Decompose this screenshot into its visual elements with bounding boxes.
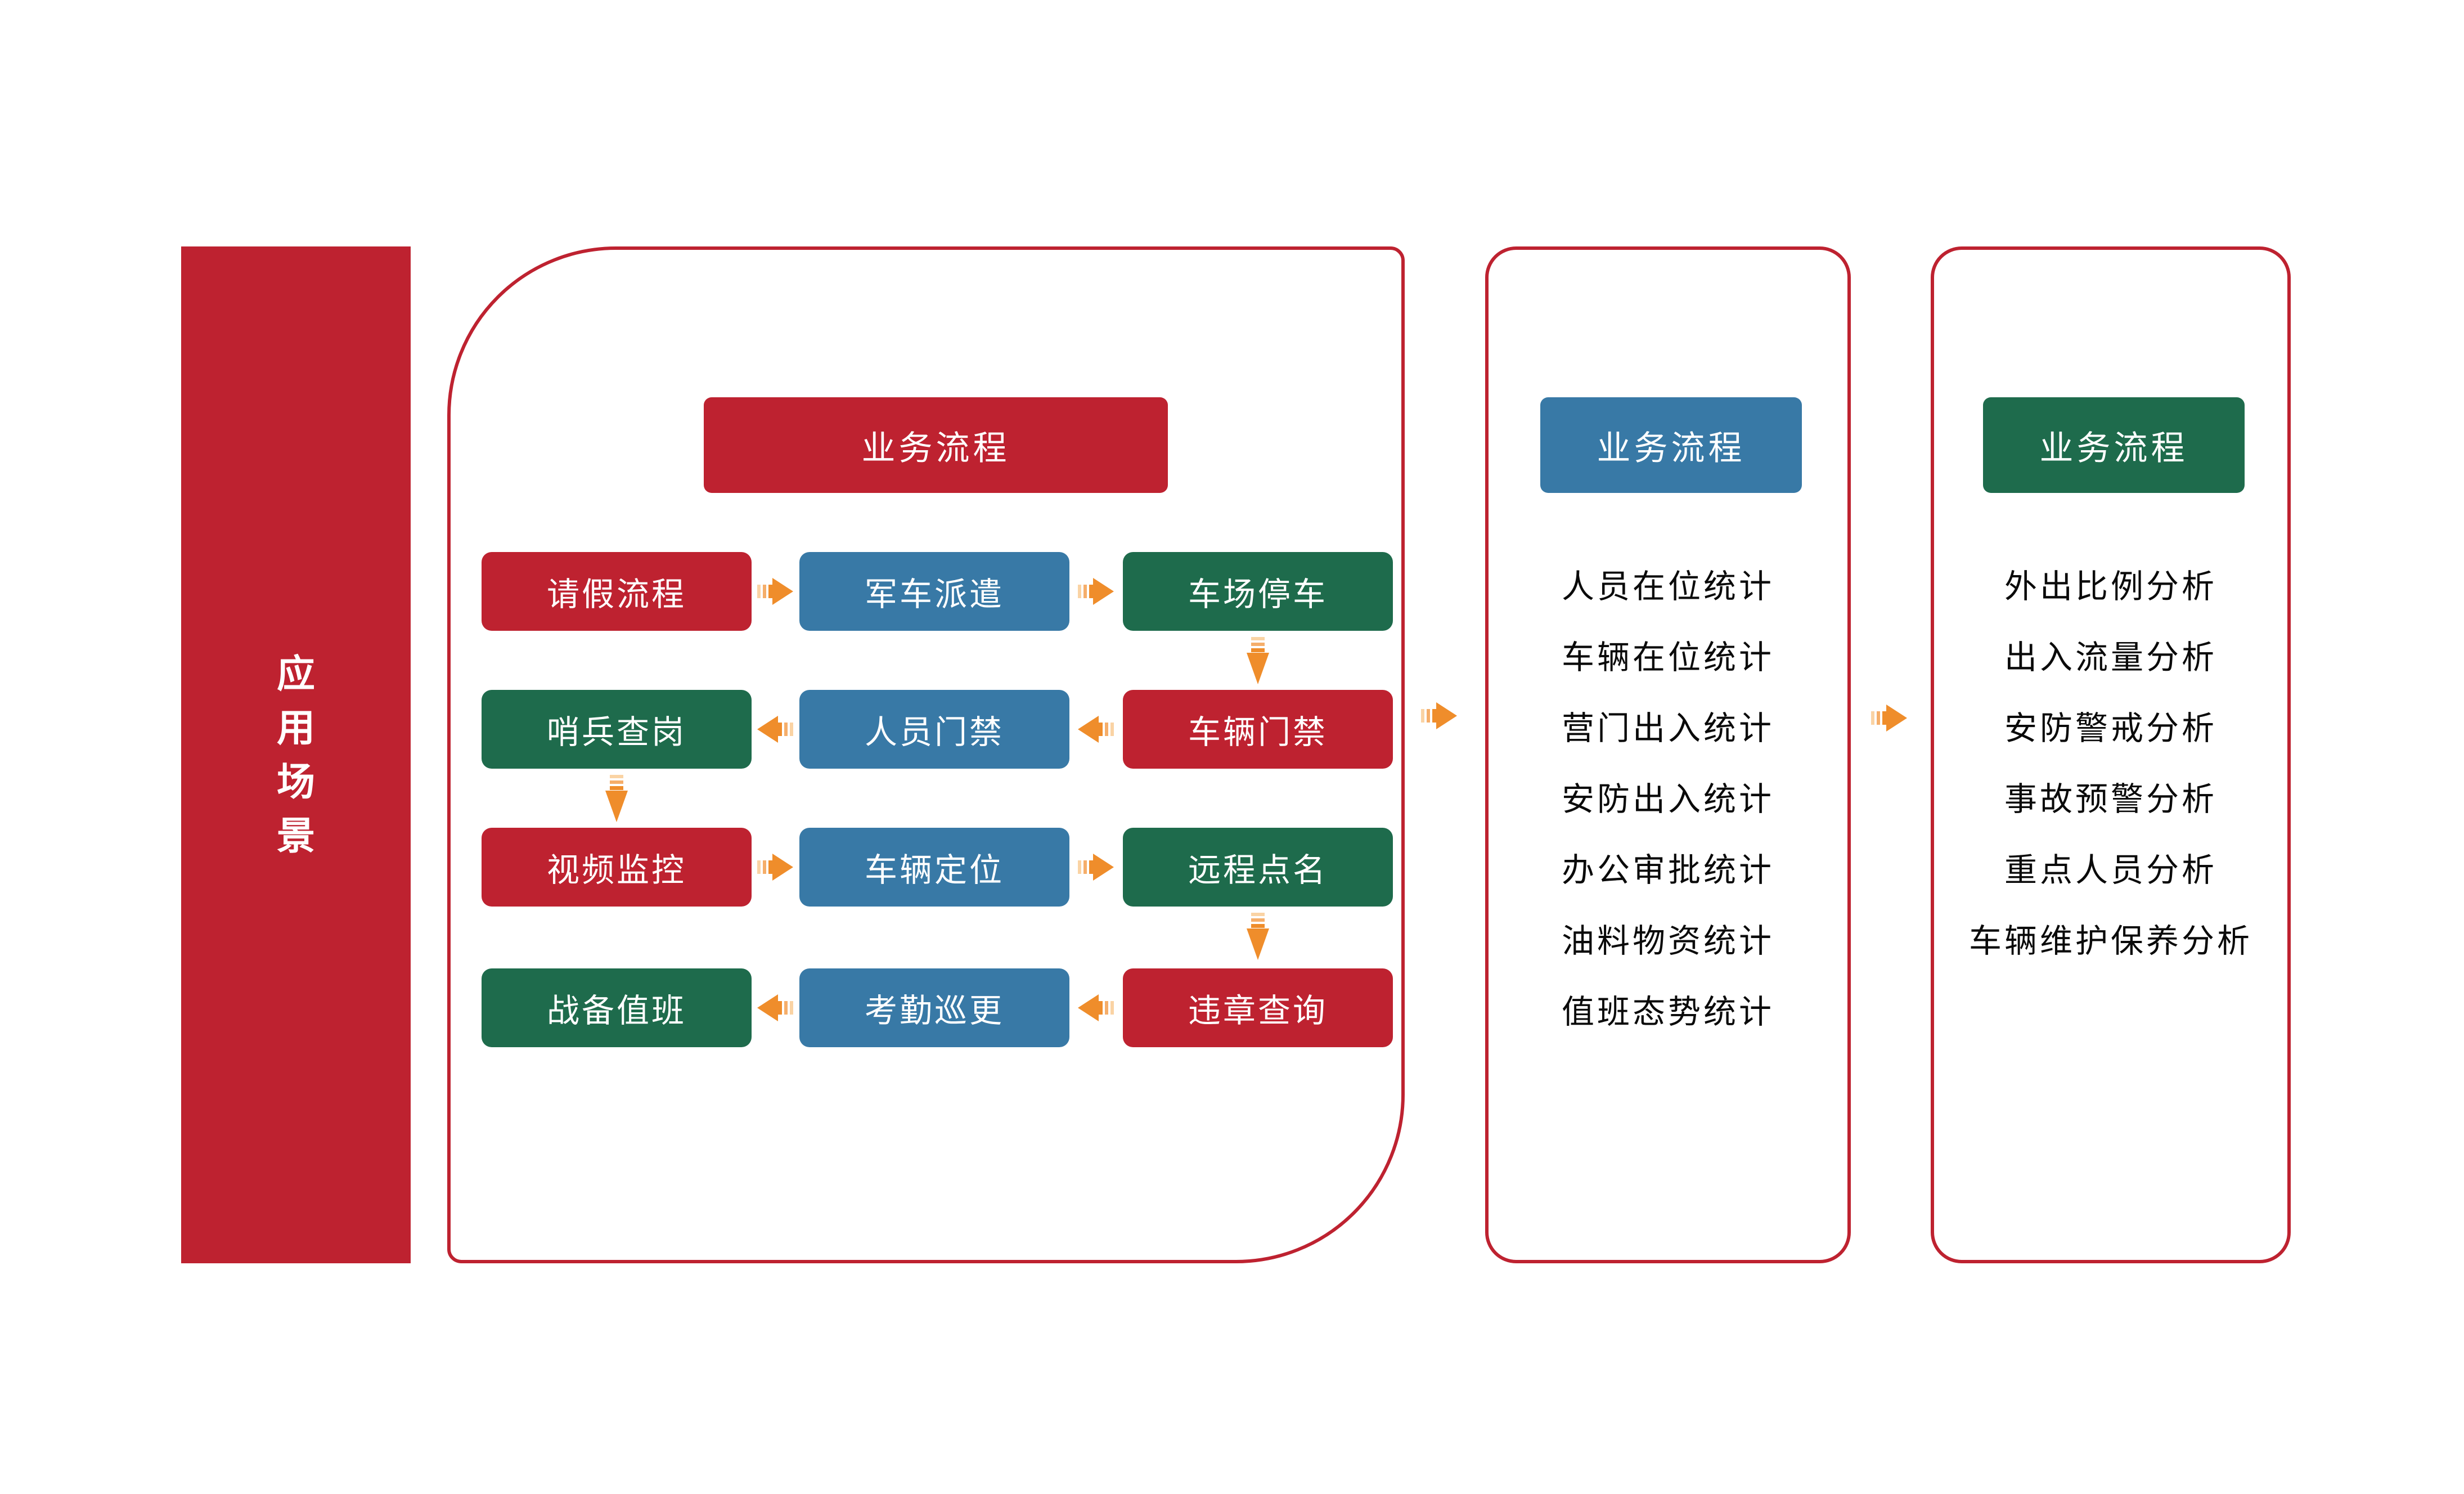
process-box: 军车派遣 xyxy=(799,552,1069,631)
list-item: 油料物资统计 xyxy=(1561,923,1774,959)
flow-arrow-right-icon xyxy=(1078,578,1114,605)
panel-connector-arrow-icon xyxy=(1421,702,1457,729)
flow-arrow-left-icon xyxy=(1078,994,1114,1021)
process-box: 车辆门禁 xyxy=(1123,690,1393,769)
analysis-list: 外出比例分析 出入流量分析 安防警戒分析 事故预警分析 重点人员分析 车辆维护保… xyxy=(1934,548,2287,973)
process-box: 车辆定位 xyxy=(799,828,1069,907)
list-item: 办公审批统计 xyxy=(1561,852,1774,889)
panel-connector-arrow-icon xyxy=(1871,705,1907,732)
process-box: 违章查询 xyxy=(1123,968,1393,1047)
bar-char: 应 xyxy=(276,652,315,696)
process-box: 视频监控 xyxy=(482,828,752,907)
list-item: 人员在位统计 xyxy=(1561,568,1774,605)
application-scenarios-bar: 应 用 场 景 xyxy=(181,246,411,1263)
process-box: 战备值班 xyxy=(482,968,752,1047)
panel2-header: 业务流程 xyxy=(1540,397,1802,493)
flow-arrow-right-icon xyxy=(757,578,793,605)
analysis-panel: 业务流程 外出比例分析 出入流量分析 安防警戒分析 事故预警分析 重点人员分析 … xyxy=(1931,246,2291,1263)
panel1-header: 业务流程 xyxy=(704,397,1168,493)
flow-arrow-down-icon xyxy=(605,775,628,822)
bar-char: 场 xyxy=(276,760,315,804)
flow-arrow-right-icon xyxy=(757,854,793,881)
process-box: 请假流程 xyxy=(482,552,752,631)
process-box: 人员门禁 xyxy=(799,690,1069,769)
flow-arrow-left-icon xyxy=(757,716,793,743)
flow-arrow-left-icon xyxy=(757,994,793,1021)
list-item: 外出比例分析 xyxy=(2004,568,2217,605)
list-item: 车辆维护保养分析 xyxy=(1968,923,2252,959)
flow-arrow-left-icon xyxy=(1078,716,1114,743)
process-box: 车场停车 xyxy=(1123,552,1393,631)
bar-char: 用 xyxy=(276,706,315,750)
panel3-header: 业务流程 xyxy=(1983,397,2245,493)
flow-arrow-down-icon xyxy=(1247,913,1269,960)
process-flow-panel: 业务流程 请假流程 军车派遣 车场停车 哨兵查岗 人员门禁 车辆门禁 视频监控 … xyxy=(447,246,1405,1263)
list-item: 重点人员分析 xyxy=(2004,852,2217,889)
list-item: 安防出入统计 xyxy=(1561,781,1774,818)
process-box: 考勤巡更 xyxy=(799,968,1069,1047)
list-item: 营门出入统计 xyxy=(1561,710,1774,747)
flow-arrow-down-icon xyxy=(1247,637,1269,684)
statistics-panel: 业务流程 人员在位统计 车辆在位统计 营门出入统计 安防出入统计 办公审批统计 … xyxy=(1485,246,1851,1263)
process-box: 哨兵查岗 xyxy=(482,690,752,769)
list-item: 车辆在位统计 xyxy=(1561,639,1774,676)
list-item: 值班态势统计 xyxy=(1561,994,1774,1030)
list-item: 安防警戒分析 xyxy=(2004,710,2217,747)
flow-arrow-right-icon xyxy=(1078,854,1114,881)
statistics-list: 人员在位统计 车辆在位统计 营门出入统计 安防出入统计 办公审批统计 油料物资统… xyxy=(1489,548,1847,1044)
list-item: 事故预警分析 xyxy=(2004,781,2217,818)
bar-char: 景 xyxy=(276,814,315,858)
process-box: 远程点名 xyxy=(1123,828,1393,907)
list-item: 出入流量分析 xyxy=(2004,639,2217,676)
